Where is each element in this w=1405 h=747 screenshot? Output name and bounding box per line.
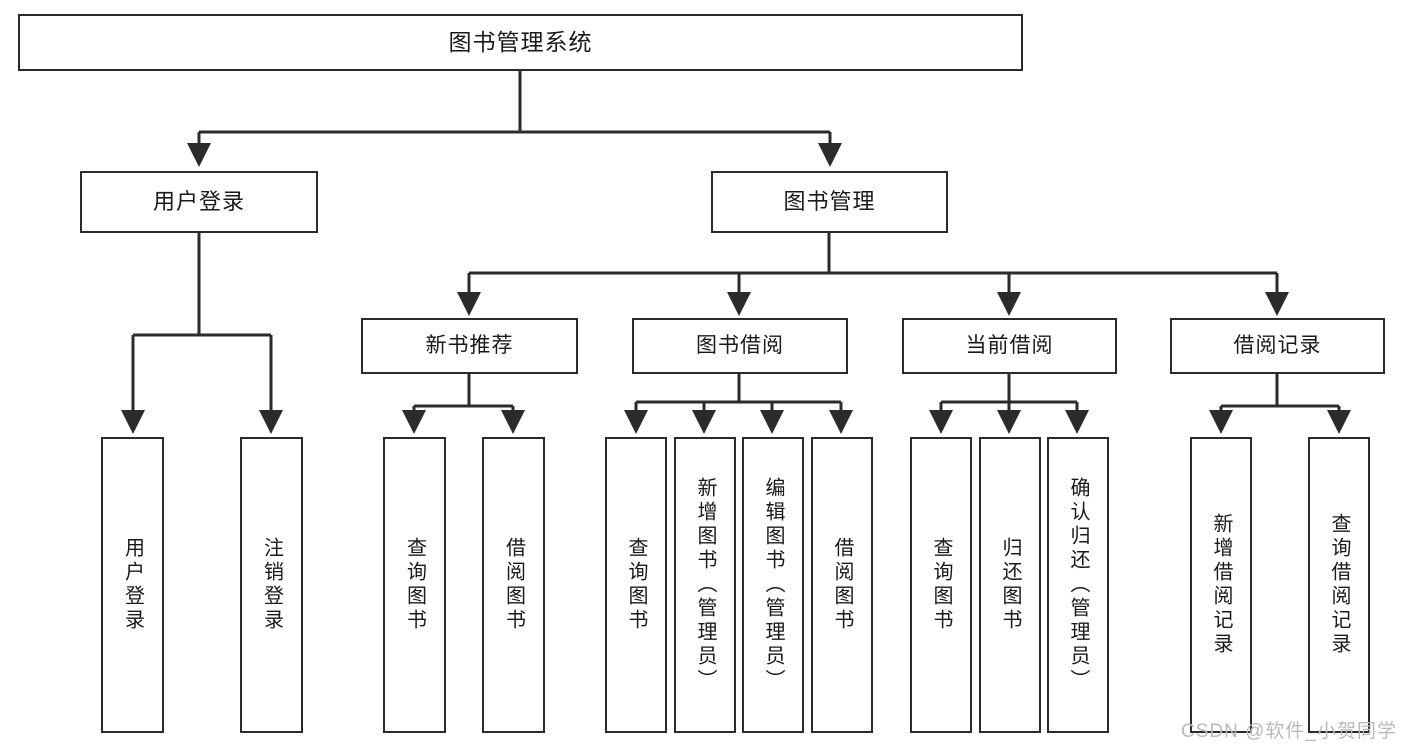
node-label: 新书推荐 <box>425 333 514 357</box>
node-leaf-add-book[interactable]: 新增图书（管理员） <box>674 437 736 733</box>
node-leaf-query-book-1[interactable]: 查询图书 <box>383 437 446 733</box>
node-label: 新增借阅记录 <box>1210 513 1232 657</box>
node-leaf-query-record[interactable]: 查询借阅记录 <box>1308 437 1370 733</box>
node-leaf-return-book[interactable]: 归还图书 <box>979 437 1041 733</box>
node-borrow-record[interactable]: 借阅记录 <box>1170 318 1385 374</box>
node-book-management[interactable]: 图书管理 <box>711 171 948 233</box>
node-current-borrow[interactable]: 当前借阅 <box>902 318 1117 374</box>
node-label: 查询借阅记录 <box>1328 513 1350 657</box>
node-leaf-add-record[interactable]: 新增借阅记录 <box>1190 437 1252 733</box>
node-label: 图书管理 <box>783 189 876 215</box>
node-leaf-borrow-book-1[interactable]: 借阅图书 <box>482 437 545 733</box>
node-label: 借阅图书 <box>502 537 525 633</box>
node-label: 借阅图书 <box>831 537 853 633</box>
node-label: 新增图书（管理员） <box>694 477 716 693</box>
node-new-book-recommend[interactable]: 新书推荐 <box>361 318 578 374</box>
node-leaf-logout-login[interactable]: 注销登录 <box>240 437 303 733</box>
node-label: 确认归还（管理员） <box>1067 477 1089 693</box>
node-label: 当前借阅 <box>965 333 1054 357</box>
node-label: 图书借阅 <box>696 333 784 357</box>
node-label: 借阅记录 <box>1233 333 1322 357</box>
node-label: 查询图书 <box>625 537 647 633</box>
node-leaf-confirm-return[interactable]: 确认归还（管理员） <box>1047 437 1109 733</box>
node-leaf-borrow-book-2[interactable]: 借阅图书 <box>811 437 873 733</box>
csdn-watermark: CSDN @软件_小贺同学 <box>1181 721 1397 742</box>
node-label: 查询图书 <box>930 537 952 633</box>
node-label: 注销登录 <box>260 537 283 633</box>
node-user-login[interactable]: 用户登录 <box>80 171 318 233</box>
node-label: 归还图书 <box>999 537 1021 633</box>
node-label: 用户登录 <box>152 189 245 215</box>
node-label: 用户登录 <box>121 537 144 633</box>
node-leaf-user-login[interactable]: 用户登录 <box>101 437 164 733</box>
node-label: 编辑图书（管理员） <box>762 477 784 693</box>
node-book-borrow[interactable]: 图书借阅 <box>632 318 848 374</box>
node-label: 图书管理系统 <box>448 28 593 55</box>
node-leaf-edit-book[interactable]: 编辑图书（管理员） <box>742 437 804 733</box>
node-book-management-system[interactable]: 图书管理系统 <box>18 14 1023 71</box>
node-leaf-query-book-2[interactable]: 查询图书 <box>605 437 667 733</box>
node-label: 查询图书 <box>403 537 426 633</box>
node-leaf-query-book-3[interactable]: 查询图书 <box>910 437 972 733</box>
